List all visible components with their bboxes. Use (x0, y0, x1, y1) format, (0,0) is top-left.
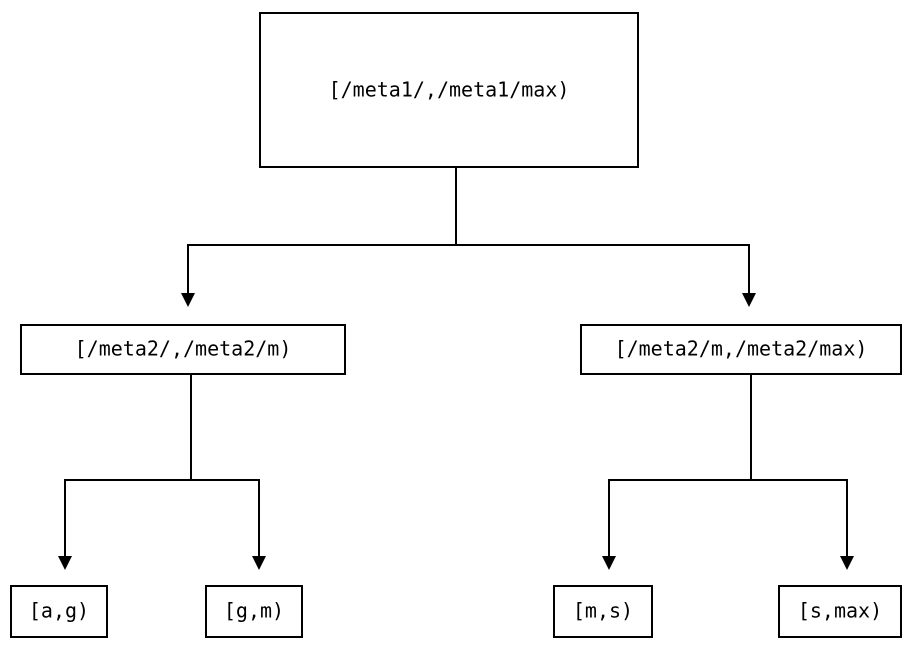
node-mid-left[interactable]: [/meta2/,/meta2/m) (20, 324, 346, 375)
arrowhead-root-to-mid-right-icon (742, 293, 756, 307)
node-leaf-2-label: [g,m) (224, 599, 284, 623)
node-mid-right[interactable]: [/meta2/m,/meta2/max) (580, 324, 902, 375)
node-leaf-3-box (553, 585, 653, 638)
node-mid-right-box (580, 324, 902, 375)
node-root-box (259, 12, 639, 168)
node-leaf-1-label: [a,g) (29, 599, 89, 623)
arrowhead-mid-right-to-leaf-4-icon (840, 556, 854, 570)
node-leaf-1-box (10, 585, 108, 638)
node-leaf-4[interactable]: [s,max) (778, 585, 902, 638)
node-mid-left-box (20, 324, 346, 375)
edge-group-mid-left-to-leaves (58, 374, 266, 570)
arrowhead-mid-right-to-leaf-3-icon (602, 556, 616, 570)
node-leaf-2-box (205, 585, 303, 638)
arrowhead-root-to-mid-left-icon (181, 293, 195, 307)
node-mid-left-label: [/meta2/,/meta2/m) (75, 337, 292, 361)
node-leaf-2[interactable]: [g,m) (205, 585, 303, 638)
node-root[interactable]: [/meta1/,/meta1/max) (259, 12, 639, 168)
arrowhead-mid-left-to-leaf-2-icon (252, 556, 266, 570)
node-mid-right-label: [/meta2/m,/meta2/max) (615, 337, 868, 361)
node-leaf-3[interactable]: [m,s) (553, 585, 653, 638)
node-leaf-1[interactable]: [a,g) (10, 585, 108, 638)
arrowhead-mid-left-to-leaf-1-icon (58, 556, 72, 570)
edge-group-root-to-middle (181, 167, 756, 307)
node-leaf-4-box (778, 585, 902, 638)
edge-group-mid-right-to-leaves (602, 374, 854, 570)
node-root-label: [/meta1/,/meta1/max) (329, 78, 570, 102)
node-leaf-3-label: [m,s) (573, 599, 633, 623)
node-leaf-4-label: [s,max) (798, 599, 882, 623)
